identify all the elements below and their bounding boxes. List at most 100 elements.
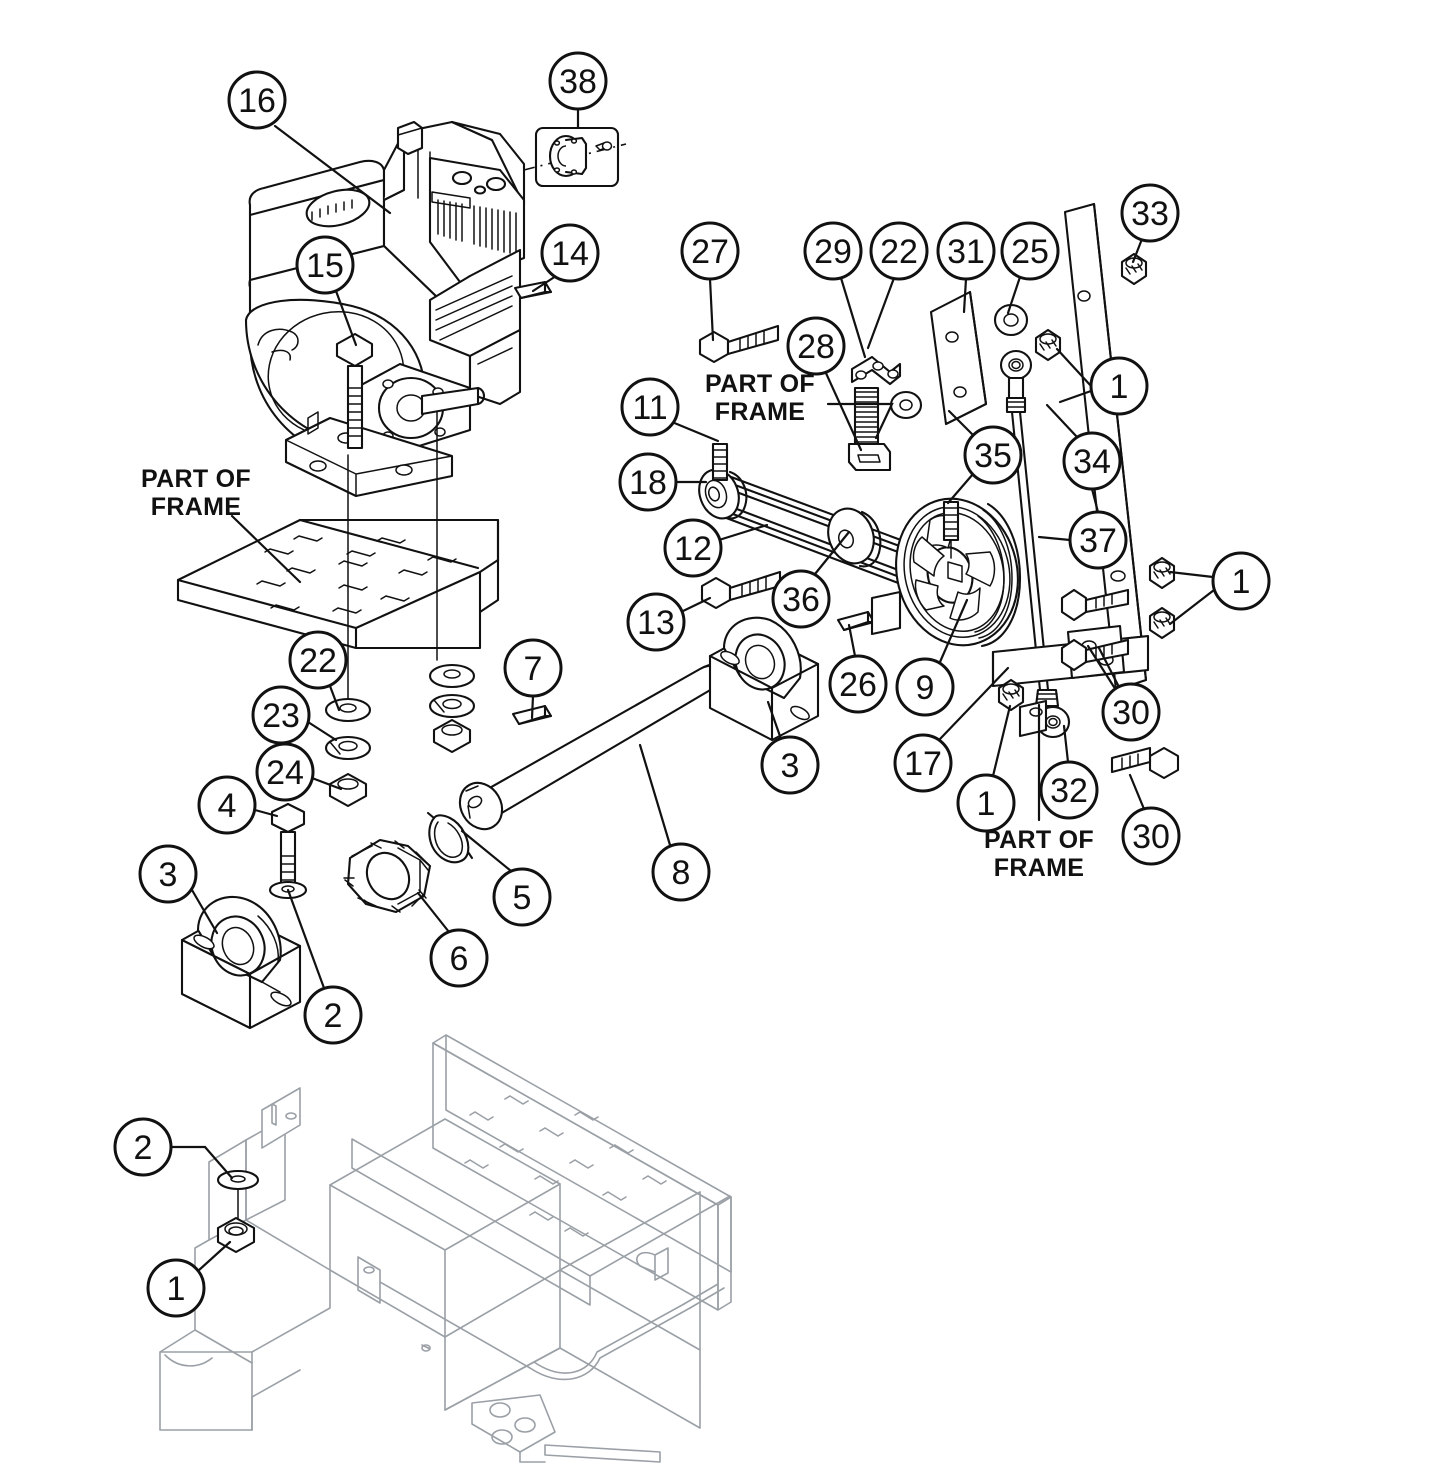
callout-bubble-29[interactable]: 29	[803, 221, 867, 359]
callout-bubble-9[interactable]: 9	[895, 598, 969, 717]
callout-circle[interactable]	[1101, 682, 1161, 742]
callout-circle[interactable]	[626, 592, 686, 652]
callout-circle[interactable]	[663, 518, 723, 578]
callout-circle[interactable]	[803, 221, 863, 281]
callout-bubble-4[interactable]: 4	[197, 775, 279, 835]
callout-bubble-5[interactable]: 5	[460, 829, 552, 927]
callout-bubble-3[interactable]: 3	[760, 700, 820, 795]
callout-bubble-3[interactable]: 3	[138, 844, 219, 935]
callout-bubble-7[interactable]: 7	[503, 638, 563, 720]
callout-circle[interactable]	[893, 733, 953, 793]
callout-bubble-22[interactable]: 22	[866, 221, 929, 350]
callout-circle[interactable]	[680, 221, 740, 281]
callout-circle[interactable]	[227, 70, 287, 130]
callout-circle[interactable]	[303, 985, 363, 1045]
callout-bubble-34[interactable]: 34	[1045, 403, 1122, 514]
callout-number: 3	[159, 856, 178, 894]
callout-bubble-31[interactable]: 31	[936, 221, 996, 314]
callout-bubble-23[interactable]: 23	[251, 685, 338, 745]
callout-circle[interactable]	[255, 742, 315, 802]
callout-bubble-14[interactable]: 14	[531, 223, 600, 293]
callout-circle[interactable]	[1121, 806, 1181, 866]
callout-circle[interactable]	[1000, 221, 1060, 281]
callout-circle[interactable]	[429, 928, 489, 988]
callout-bubble-32[interactable]: 32	[1039, 724, 1099, 820]
callout-bubble-26[interactable]: 26	[828, 623, 888, 714]
leader-line	[253, 808, 279, 818]
callout-bubble-11[interactable]: 11	[620, 377, 720, 443]
leader-line	[1062, 724, 1070, 764]
annotation-line-1: PART OF	[984, 826, 1094, 854]
callout-circle[interactable]	[295, 235, 355, 295]
callout-bubble-1[interactable]: 1	[146, 1240, 232, 1318]
callout-bubble-2[interactable]: 2	[286, 888, 363, 1045]
callout-bubble-27[interactable]: 27	[680, 221, 740, 342]
callout-circle[interactable]	[618, 452, 678, 512]
callout-number: 29	[814, 233, 852, 271]
leader-line	[530, 694, 535, 720]
leader-line	[962, 277, 968, 314]
callout-bubble-33[interactable]: 33	[1120, 183, 1180, 264]
callout-bubble-36[interactable]: 36	[771, 530, 851, 629]
callout-circle[interactable]	[503, 638, 563, 698]
leader-line	[196, 1240, 232, 1273]
callout-bubble-13[interactable]: 13	[626, 592, 712, 652]
callout-circle[interactable]	[146, 1258, 206, 1318]
callout-circle[interactable]	[771, 569, 831, 629]
nut-33	[1120, 252, 1148, 286]
callout-circle[interactable]	[1062, 431, 1122, 491]
leader-line	[328, 684, 341, 712]
callout-circle[interactable]	[651, 842, 711, 902]
callout-circle[interactable]	[760, 735, 820, 795]
callout-circle[interactable]	[197, 775, 257, 835]
callout-bubble-28[interactable]: 28	[786, 316, 863, 452]
callout-bubble-1[interactable]: 1	[956, 704, 1016, 833]
callout-circle[interactable]	[936, 221, 996, 281]
callout-bubble-38[interactable]: 38	[548, 51, 608, 130]
callout-bubble-30[interactable]: 30	[1086, 644, 1161, 742]
callout-circle[interactable]	[869, 221, 929, 281]
callout-circle[interactable]	[956, 773, 1016, 833]
callout-bubble-8[interactable]: 8	[638, 743, 711, 902]
callout-circle[interactable]	[963, 425, 1023, 485]
callout-bubble-30[interactable]: 30	[1121, 773, 1181, 866]
callout-bubble-17[interactable]: 17	[893, 666, 1010, 793]
callout-bubble-16[interactable]: 16	[227, 70, 392, 215]
callout-circle[interactable]	[1068, 510, 1128, 570]
callout-number: 15	[306, 247, 344, 285]
callout-circle[interactable]	[113, 1117, 173, 1177]
callout-bubble-18[interactable]: 18	[618, 452, 708, 512]
callout-circle[interactable]	[1039, 760, 1099, 820]
callout-circle[interactable]	[492, 867, 552, 927]
callout-circle[interactable]	[1120, 183, 1180, 243]
callout-number: 27	[691, 233, 729, 271]
callout-circle[interactable]	[1089, 356, 1149, 416]
callout-circle[interactable]	[1211, 551, 1271, 611]
callout-circle[interactable]	[548, 51, 608, 111]
callout-circle[interactable]	[288, 630, 348, 690]
callout-circle[interactable]	[786, 316, 846, 376]
callout-circle[interactable]	[620, 377, 680, 437]
leader-line	[306, 720, 338, 742]
washer-25	[993, 303, 1029, 337]
callout-circle[interactable]	[540, 223, 600, 283]
callout-bubble-15[interactable]: 15	[295, 235, 358, 347]
callout-number: 17	[904, 745, 942, 783]
callout-bubble-37[interactable]: 37	[1037, 510, 1128, 570]
callout-bubble-12[interactable]: 12	[663, 518, 769, 578]
pillow-block-bearing-upper	[708, 616, 820, 742]
callout-bubble-24[interactable]: 24	[255, 742, 343, 802]
callout-bubble-6[interactable]: 6	[416, 891, 489, 988]
callout-bubble-1[interactable]: 1	[1168, 551, 1271, 626]
callout-bubble-25[interactable]: 25	[1000, 221, 1060, 315]
callout-circle[interactable]	[138, 844, 198, 904]
callout-circle[interactable]	[828, 654, 888, 714]
callout-bubble-1[interactable]: 1	[1055, 347, 1149, 416]
callout-number: 37	[1079, 522, 1117, 560]
callout-bubble-22[interactable]: 22	[288, 630, 348, 712]
leader-line	[531, 274, 558, 293]
callout-circle[interactable]	[895, 657, 955, 717]
callout-bubble-2[interactable]: 2	[113, 1117, 234, 1180]
callout-bubble-35[interactable]: 35	[946, 409, 1023, 505]
